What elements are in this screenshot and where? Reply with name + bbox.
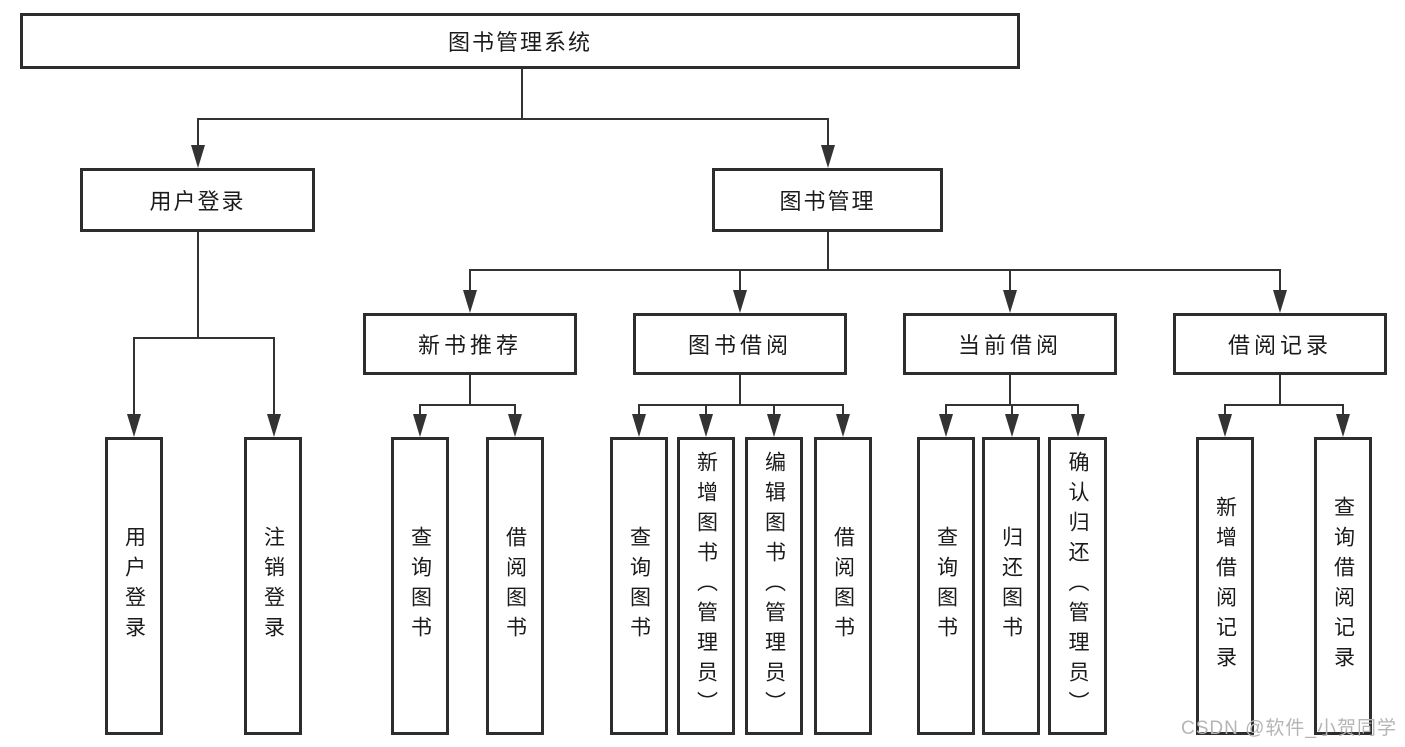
connector-line-vertical <box>196 118 199 148</box>
connector-line-horizontal <box>637 404 844 406</box>
leaf-label: 查询图书 <box>934 526 958 646</box>
leaf-label: 查询图书 <box>408 526 432 646</box>
node-user-login: 用户登录 <box>80 168 315 232</box>
leaf-borrow-books-2: 借阅图书 <box>814 437 872 735</box>
node-library-system: 图书管理系统 <box>20 13 1020 69</box>
connector-line-vertical <box>841 404 844 417</box>
connector-line-horizontal <box>133 337 275 339</box>
connector-line-vertical <box>1341 404 1344 417</box>
leaf-label: 查询图书 <box>627 526 651 646</box>
arrowhead-down-icon <box>190 145 205 168</box>
arrowhead-down-icon <box>1070 414 1085 437</box>
connector-line-vertical <box>1076 404 1079 417</box>
leaf-label: 确认归还（管理员） <box>1066 451 1090 721</box>
connector-line-vertical <box>705 404 707 417</box>
connector-line-vertical <box>1279 375 1281 406</box>
node-label: 当前借阅 <box>957 333 1062 358</box>
leaf-label: 借阅图书 <box>831 526 855 646</box>
leaf-add-books-admin: 新增图书（管理员） <box>677 437 735 735</box>
arrowhead-down-icon <box>413 414 427 437</box>
leaf-label: 编辑图书（管理员） <box>762 451 786 721</box>
connector-line-vertical <box>469 269 471 293</box>
arrowhead-down-icon <box>507 414 522 437</box>
leaf-label: 新增图书（管理员） <box>694 451 718 721</box>
arrowhead-down-icon <box>699 414 713 437</box>
arrowhead-down-icon <box>1273 290 1287 313</box>
csdn-watermark: CSDN @软件_小贺同学 <box>1181 718 1397 739</box>
leaf-query-borrow-record: 查询借阅记录 <box>1314 437 1372 735</box>
leaf-label: 查询借阅记录 <box>1331 496 1355 676</box>
node-label: 图书管理 <box>779 189 876 214</box>
leaf-return-books: 归还图书 <box>982 437 1040 735</box>
node-borrow-records: 借阅记录 <box>1173 313 1387 375</box>
node-book-management: 图书管理 <box>712 168 943 232</box>
leaf-query-books-3: 查询图书 <box>917 437 975 735</box>
connector-line-horizontal <box>196 118 829 120</box>
leaf-label: 注销登录 <box>261 526 285 646</box>
arrowhead-down-icon <box>820 145 835 168</box>
connector-line-horizontal <box>469 269 1281 271</box>
connector-line-vertical <box>739 269 741 293</box>
leaf-borrow-books-1: 借阅图书 <box>486 437 544 735</box>
arrowhead-down-icon <box>1004 414 1019 437</box>
connector-line-horizontal <box>1224 404 1344 406</box>
connector-line-vertical <box>637 404 640 417</box>
leaf-confirm-return-admin: 确认归还（管理员） <box>1048 437 1107 735</box>
connector-line-vertical <box>513 404 516 417</box>
connector-line-vertical <box>1224 404 1226 417</box>
leaf-label: 归还图书 <box>999 526 1023 646</box>
leaf-add-borrow-record: 新增借阅记录 <box>1196 437 1254 735</box>
arrowhead-down-icon <box>631 414 646 437</box>
leaf-label: 新增借阅记录 <box>1213 496 1237 676</box>
arrowhead-down-icon <box>266 414 281 437</box>
node-new-book-recommend: 新书推荐 <box>363 313 577 375</box>
connector-line-vertical <box>196 232 199 339</box>
node-book-borrow: 图书借阅 <box>633 313 847 375</box>
connector-line-horizontal <box>945 404 1079 406</box>
node-label: 图书借阅 <box>687 333 792 358</box>
leaf-label: 借阅图书 <box>503 526 527 646</box>
arrowhead-down-icon <box>1218 414 1232 437</box>
connector-line-vertical <box>1010 404 1013 417</box>
connector-line-vertical <box>419 404 421 417</box>
connector-line-vertical <box>1009 375 1011 406</box>
connector-line-horizontal <box>419 404 516 406</box>
arrowhead-down-icon <box>463 290 477 313</box>
arrowhead-down-icon <box>835 414 850 437</box>
node-current-borrow: 当前借阅 <box>903 313 1117 375</box>
node-label: 图书管理系统 <box>447 30 592 55</box>
node-label: 用户登录 <box>149 189 246 214</box>
connector-line-vertical <box>945 404 947 417</box>
arrowhead-down-icon <box>733 290 747 313</box>
node-label: 新书推荐 <box>417 333 522 358</box>
leaf-label: 用户登录 <box>122 526 146 646</box>
arrowhead-down-icon <box>1003 290 1017 313</box>
node-label: 借阅记录 <box>1227 333 1332 358</box>
connector-line-vertical <box>1279 269 1281 293</box>
connector-line-vertical <box>826 232 829 271</box>
arrowhead-down-icon <box>127 414 141 437</box>
arrowhead-down-icon <box>939 414 953 437</box>
leaf-user-login: 用户登录 <box>105 437 163 735</box>
connector-line-vertical <box>826 118 829 148</box>
connector-line-vertical <box>133 337 135 417</box>
connector-line-vertical <box>469 375 471 406</box>
arrowhead-down-icon <box>767 414 781 437</box>
leaf-query-books-1: 查询图书 <box>391 437 449 735</box>
connector-line-vertical <box>521 69 523 120</box>
leaf-edit-books-admin: 编辑图书（管理员） <box>745 437 803 735</box>
connector-line-vertical <box>272 337 275 417</box>
connector-line-vertical <box>739 375 741 406</box>
arrowhead-down-icon <box>1335 414 1350 437</box>
leaf-logout: 注销登录 <box>244 437 302 735</box>
leaf-query-books-2: 查询图书 <box>610 437 668 735</box>
connector-line-vertical <box>773 404 775 417</box>
connector-line-vertical <box>1009 269 1011 293</box>
